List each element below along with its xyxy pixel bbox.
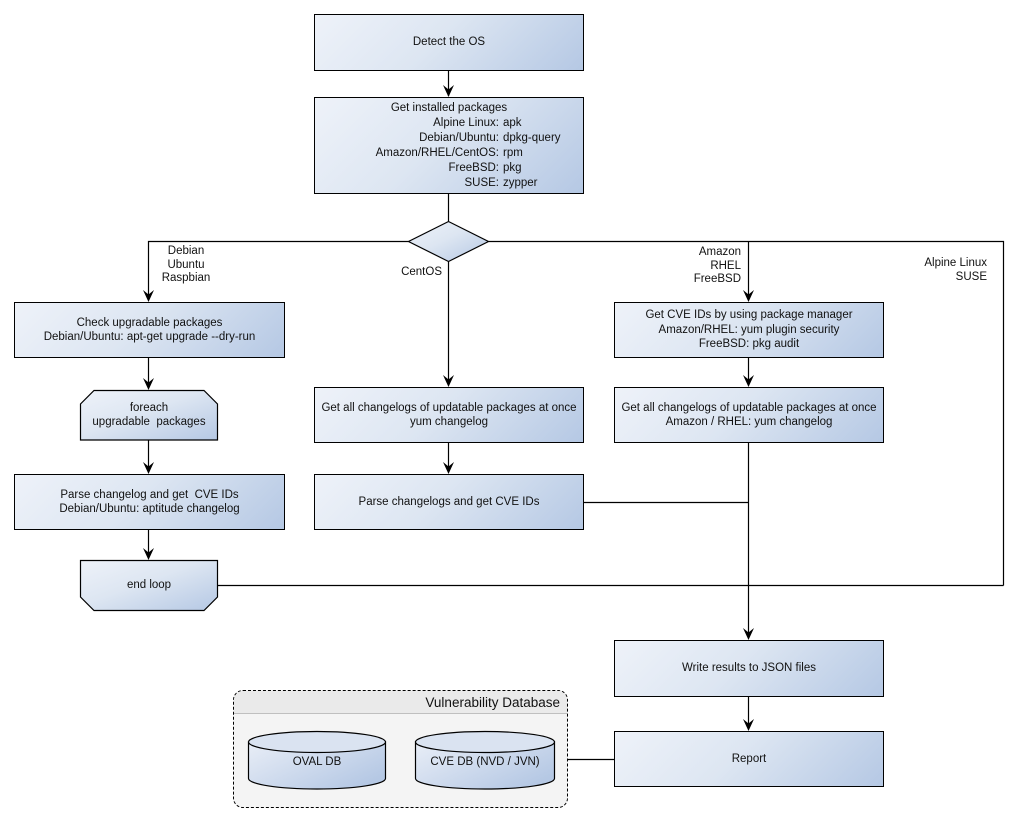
branch-label-debian: Debian Ubuntu Raspbian bbox=[150, 245, 222, 286]
node-line: Parse changelog and get CVE IDs bbox=[60, 488, 239, 501]
node-line: Write results to JSON files bbox=[682, 662, 816, 675]
pkg-row: Alpine Linux: apk bbox=[315, 116, 583, 131]
foreach-loop-shape bbox=[79, 389, 219, 441]
branch-line: FreeBSD bbox=[693, 273, 741, 285]
vulnerability-database-title: Vulnerability Database bbox=[234, 691, 567, 714]
node-get-installed-packages: Get installed packages Alpine Linux: apk… bbox=[314, 97, 584, 194]
branch-line: Raspbian bbox=[161, 272, 211, 284]
pkg-cmd: pkg bbox=[503, 161, 522, 174]
node-label: Detect the OS bbox=[412, 36, 486, 49]
pkg-cmd: rpm bbox=[503, 146, 523, 159]
pkg-os: Amazon/RHEL/CentOS: bbox=[375, 146, 499, 159]
node-line: Debian/Ubuntu: apt-get upgrade --dry-run bbox=[43, 331, 256, 343]
node-line: end loop bbox=[126, 579, 172, 591]
edge-right-branch-and-alpine bbox=[488, 240, 1005, 586]
oval-db-cylinder bbox=[247, 730, 387, 790]
node-get-changelogs-centos: Get all changelogs of updatable packages… bbox=[314, 387, 584, 443]
pkg-os: FreeBSD: bbox=[448, 161, 500, 174]
branch-line: CentOS bbox=[401, 266, 442, 278]
pkg-os: Debian/Ubuntu: bbox=[419, 131, 499, 144]
node-line: Get all changelogs of updatable packages… bbox=[621, 401, 877, 414]
node-line: Debian/Ubuntu: aptitude changelog bbox=[59, 503, 240, 515]
branch-label-centos: CentOS bbox=[385, 266, 442, 280]
node-line: Parse changelogs and get CVE IDs bbox=[358, 495, 540, 508]
branch-label-amazon: Amazon RHEL FreeBSD bbox=[655, 246, 741, 287]
node-report: Report bbox=[614, 731, 884, 787]
branch-line: Alpine Linux bbox=[924, 257, 987, 269]
arrowheads bbox=[143, 85, 754, 731]
branch-line: Amazon bbox=[698, 246, 741, 258]
node-line: Report bbox=[731, 752, 767, 765]
node-line: Get CVE IDs by using package manager bbox=[645, 309, 853, 322]
node-parse-changelog-deb: Parse changelog and get CVE IDs Debian/U… bbox=[14, 474, 285, 530]
branch-line: RHEL bbox=[710, 259, 741, 272]
node-line: Get all changelogs of updatable packages… bbox=[321, 401, 577, 414]
end-loop-shape bbox=[79, 559, 219, 612]
node-foreach-loop: foreach upgradable packages bbox=[80, 390, 218, 440]
node-write-results: Write results to JSON files bbox=[614, 640, 884, 697]
node-line: FreeBSD: pkg audit bbox=[698, 338, 800, 351]
node-line: yum changelog bbox=[410, 416, 488, 428]
node-check-upgradable-packages: Check upgradable packages Debian/Ubuntu:… bbox=[14, 302, 285, 358]
node-get-changelogs-amazon: Get all changelogs of updatable packages… bbox=[614, 387, 884, 443]
pkg-row: Amazon/RHEL/CentOS: rpm bbox=[315, 146, 583, 161]
decision-diamond bbox=[407, 220, 490, 263]
node-end-loop: end loop bbox=[80, 560, 218, 610]
node-line: upgradable packages bbox=[92, 416, 206, 428]
node-line: Amazon/RHEL: yum plugin security bbox=[658, 323, 840, 336]
pkg-cmd: zypper bbox=[503, 176, 538, 189]
node-get-cve-ids-pkg-mgr: Get CVE IDs by using package manager Ama… bbox=[614, 302, 884, 358]
cve-db-cylinder bbox=[414, 730, 556, 790]
oval-db-label: OVAL DB bbox=[292, 756, 342, 768]
pkg-os: SUSE: bbox=[464, 176, 499, 189]
branch-line: Debian bbox=[167, 245, 205, 257]
node-parse-changelogs-centos: Parse changelogs and get CVE IDs bbox=[314, 474, 584, 530]
node-detect-os: Detect the OS bbox=[314, 14, 584, 71]
branch-line: SUSE bbox=[955, 270, 987, 283]
cve-db-label: CVE DB (NVD / JVN) bbox=[430, 756, 540, 768]
edge-debian-branch bbox=[147, 240, 409, 300]
pkg-cmd: apk bbox=[503, 116, 522, 129]
pkg-row: FreeBSD: pkg bbox=[315, 161, 583, 176]
node-line: Amazon / RHEL: yum changelog bbox=[665, 416, 833, 428]
pkg-cmd: dpkg-query bbox=[503, 131, 561, 144]
node-title: Get installed packages bbox=[390, 101, 508, 114]
pkg-row: Debian/Ubuntu: dpkg-query bbox=[315, 131, 583, 146]
node-line: Check upgradable packages bbox=[76, 316, 223, 329]
branch-label-alpine: Alpine Linux SUSE bbox=[890, 257, 987, 284]
pkg-os: Alpine Linux: bbox=[433, 116, 499, 129]
pkg-row: SUSE: zypper bbox=[315, 176, 583, 191]
branch-line: Ubuntu bbox=[167, 258, 205, 271]
node-line: foreach bbox=[129, 402, 169, 414]
